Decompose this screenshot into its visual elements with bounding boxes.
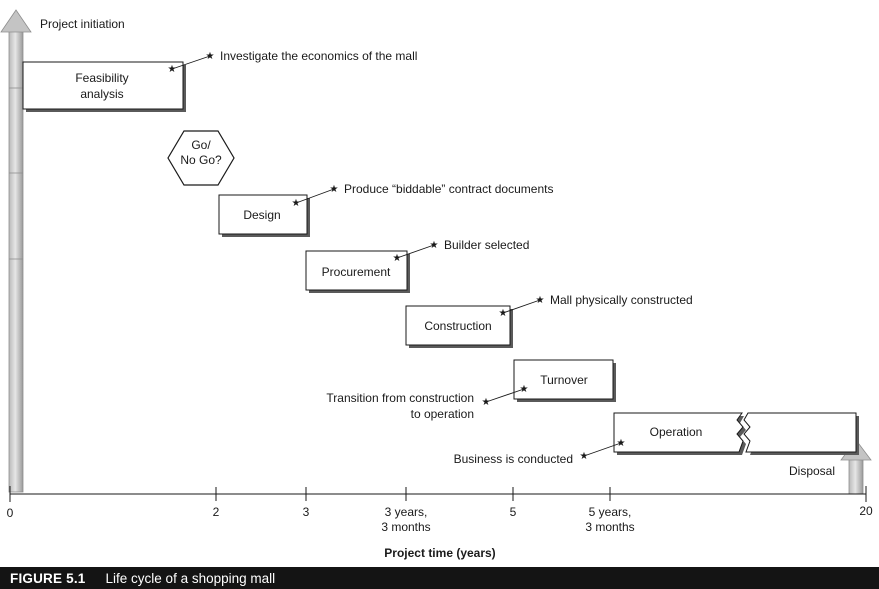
milestone-procurement: ★ ★ Builder selected	[393, 238, 530, 264]
milestone-design: ★ ★ Produce “biddable” contract document…	[292, 182, 554, 209]
axis-title: Project time (years)	[384, 546, 495, 560]
star-icon: ★	[520, 384, 529, 395]
star-icon: ★	[168, 64, 177, 75]
life-cycle-diagram: Project initiation Disposal Feasibility …	[0, 9, 873, 560]
phase-label: Turnover	[540, 373, 588, 387]
star-icon: ★	[580, 451, 589, 462]
star-icon: ★	[206, 51, 215, 62]
milestone-feasibility: ★ ★ Investigate the economics of the mal…	[168, 49, 418, 75]
milestone-label: to operation	[411, 407, 474, 421]
milestone-operation: ★ ★ Business is conducted	[454, 438, 626, 466]
decision-label: No Go?	[180, 153, 222, 167]
milestone-label: Mall physically constructed	[550, 293, 693, 307]
phase-feasibility: Feasibility analysis	[22, 61, 186, 112]
axis-tick-label: 2	[213, 505, 220, 519]
axis-tick-label: 3	[303, 505, 310, 519]
axis-tick-label: 5	[510, 505, 517, 519]
disposal-label: Disposal	[789, 464, 835, 478]
milestone-turnover: ★ ★ Transition from construction to oper…	[326, 384, 528, 421]
phase-label: Feasibility	[75, 71, 128, 85]
figure-title: Life cycle of a shopping mall	[105, 570, 276, 586]
phase-turnover: Turnover	[513, 359, 616, 402]
go-no-go-decision: Go/ No Go?	[167, 130, 235, 186]
time-axis: 0 2 3 3 years, 3 months 5 5 years, 3 mon…	[7, 486, 873, 560]
phase-design: Design	[218, 194, 310, 237]
milestone-construction: ★ ★ Mall physically constructed	[499, 293, 693, 319]
axis-tick-label: 3 months	[381, 520, 430, 534]
axis-tick-label: 3 months	[585, 520, 634, 534]
star-icon: ★	[393, 253, 402, 264]
milestone-label: Builder selected	[444, 238, 529, 252]
milestone-label: Business is conducted	[454, 452, 573, 466]
phase-label: Procurement	[322, 265, 391, 279]
star-icon: ★	[482, 397, 491, 408]
star-icon: ★	[330, 184, 339, 195]
star-icon: ★	[617, 438, 626, 449]
phase-construction: Construction	[405, 305, 513, 348]
star-icon: ★	[499, 308, 508, 319]
phase-label: Construction	[424, 319, 491, 333]
decision-label: Go/	[191, 138, 211, 152]
axis-tick-label: 20	[859, 504, 873, 518]
project-initiation-label: Project initiation	[40, 17, 125, 31]
star-icon: ★	[430, 240, 439, 251]
milestone-label: Produce “biddable” contract documents	[344, 182, 553, 196]
axis-tick-label: 5 years,	[589, 505, 632, 519]
axis-tick-label: 0	[7, 506, 14, 520]
figure-caption: FIGURE 5.1 Life cycle of a shopping mall	[0, 567, 879, 589]
star-icon: ★	[536, 295, 545, 306]
axis-tick-label: 3 years,	[385, 505, 428, 519]
star-icon: ★	[292, 198, 301, 209]
figure-number: FIGURE 5.1	[10, 570, 86, 586]
phase-procurement: Procurement	[305, 250, 410, 293]
phase-label: analysis	[80, 87, 123, 101]
initiation-arrow	[0, 9, 32, 493]
milestone-label: Transition from construction	[326, 391, 474, 405]
phase-label: Design	[243, 208, 280, 222]
phase-operation: Operation	[613, 412, 859, 455]
phase-label: Operation	[650, 425, 703, 439]
milestone-label: Investigate the economics of the mall	[220, 49, 417, 63]
